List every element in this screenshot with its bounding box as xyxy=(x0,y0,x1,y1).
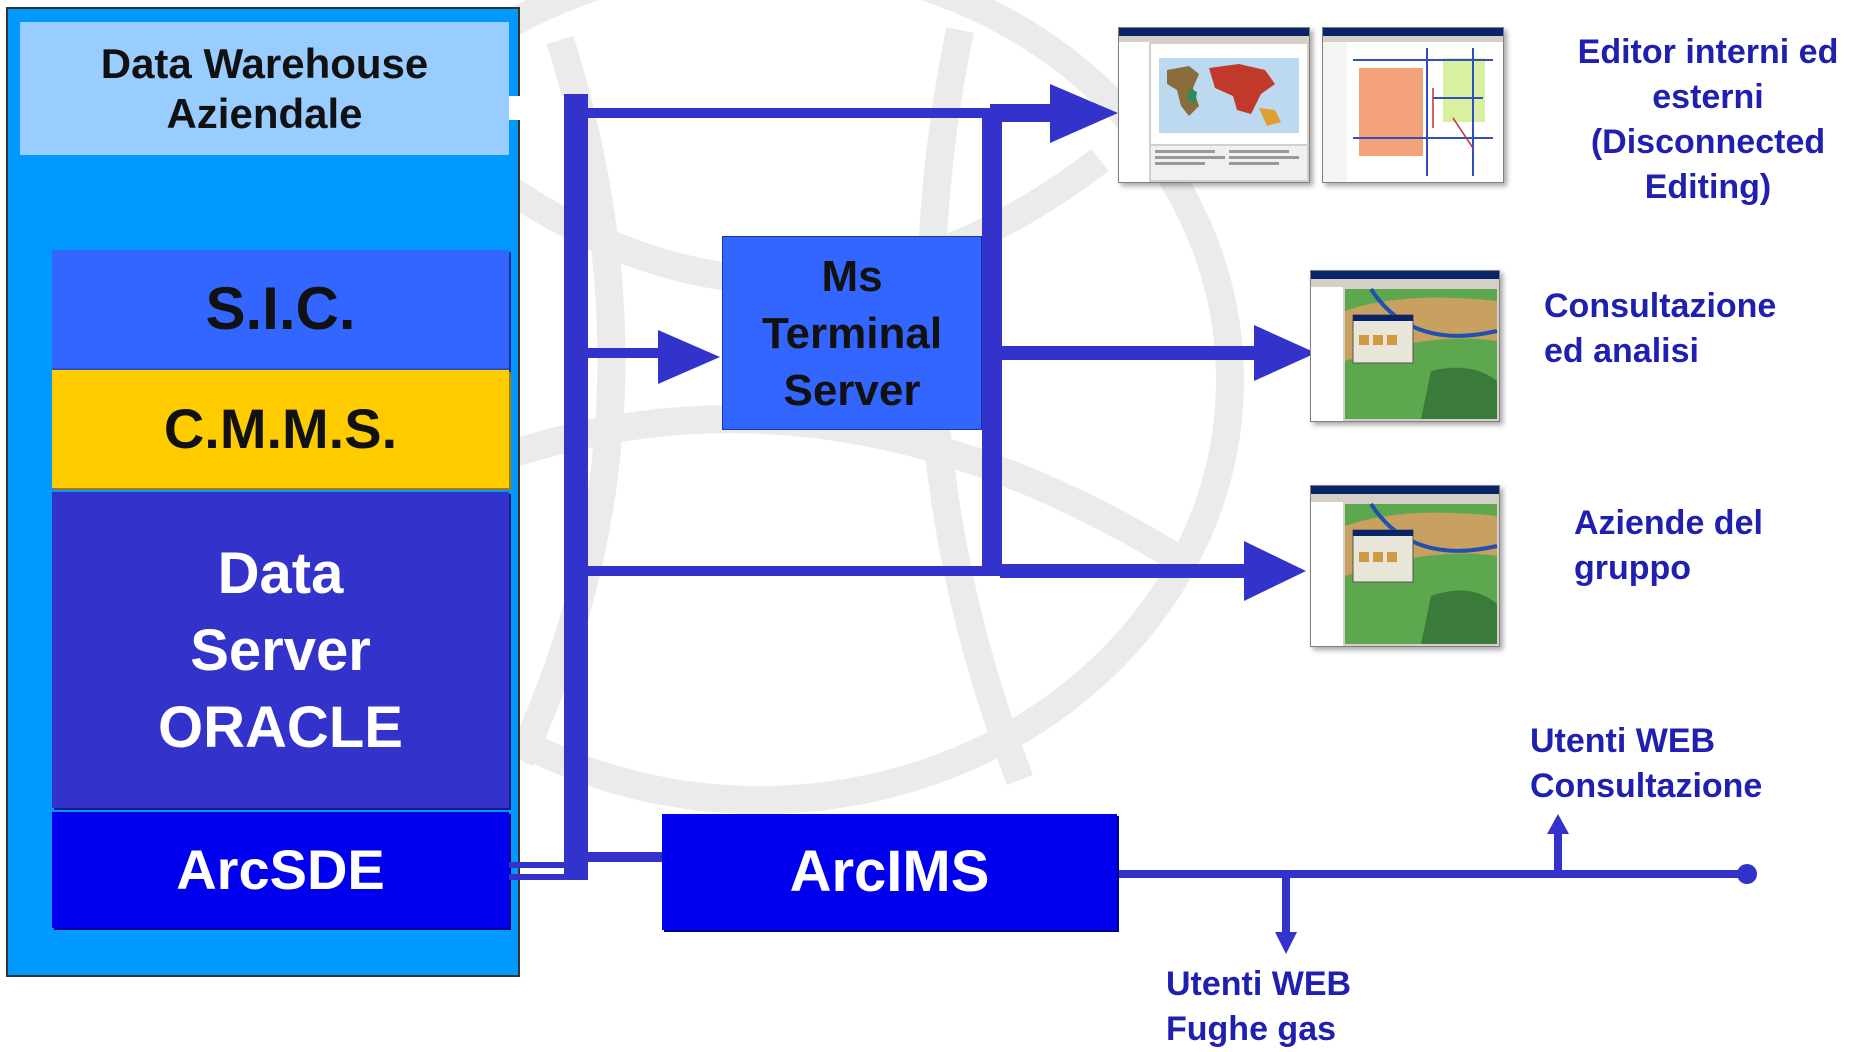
arcsde-label: ArcSDE xyxy=(176,837,385,901)
data-warehouse-box: Data Warehouse Aziendale xyxy=(20,22,509,155)
arcims-label: ArcIMS xyxy=(789,838,990,904)
sic-box: S.I.C. xyxy=(52,250,509,370)
arcsde-box: ArcSDE xyxy=(52,812,509,928)
data-warehouse-line-1: Data Warehouse xyxy=(100,39,429,87)
consultazione-label: Consultazione ed analisi xyxy=(1544,287,1777,370)
terrain-map-screenshot-aziende xyxy=(1310,485,1500,647)
web-users-consultazione-label: Utenti WEB Consultazione xyxy=(1530,722,1763,805)
cmms-label: C.M.M.S. xyxy=(163,396,398,460)
terrain-map-screenshot-consultazione xyxy=(1310,270,1500,422)
web-users-fughe-gas-label: Utenti WEB Fughe gas xyxy=(1166,965,1352,1048)
cmms-box: C.M.M.S. xyxy=(52,370,509,488)
terminal-server-line-1: Ms xyxy=(821,251,883,301)
terminal-server-line-2: Terminal xyxy=(761,308,943,358)
world-map-screenshot xyxy=(1118,27,1310,183)
terminal-server-line-3: Server xyxy=(783,365,921,415)
data-server-line-2: Server xyxy=(190,617,371,683)
aziende-label: Aziende del gruppo xyxy=(1574,504,1763,587)
terminal-server-box: Ms Terminal Server xyxy=(722,236,982,430)
sic-label: S.I.C. xyxy=(205,274,356,342)
data-server-line-3: ORACLE xyxy=(158,694,403,760)
data-server-line-1: Data xyxy=(217,540,344,606)
data-warehouse-line-2: Aziendale xyxy=(166,89,363,137)
editor-label: Editor interni ed esterni (Disconnected … xyxy=(1577,33,1839,206)
data-server-oracle-box: Data Server ORACLE xyxy=(52,492,509,808)
parcel-map-screenshot xyxy=(1322,27,1504,183)
arcims-box: ArcIMS xyxy=(662,814,1117,930)
